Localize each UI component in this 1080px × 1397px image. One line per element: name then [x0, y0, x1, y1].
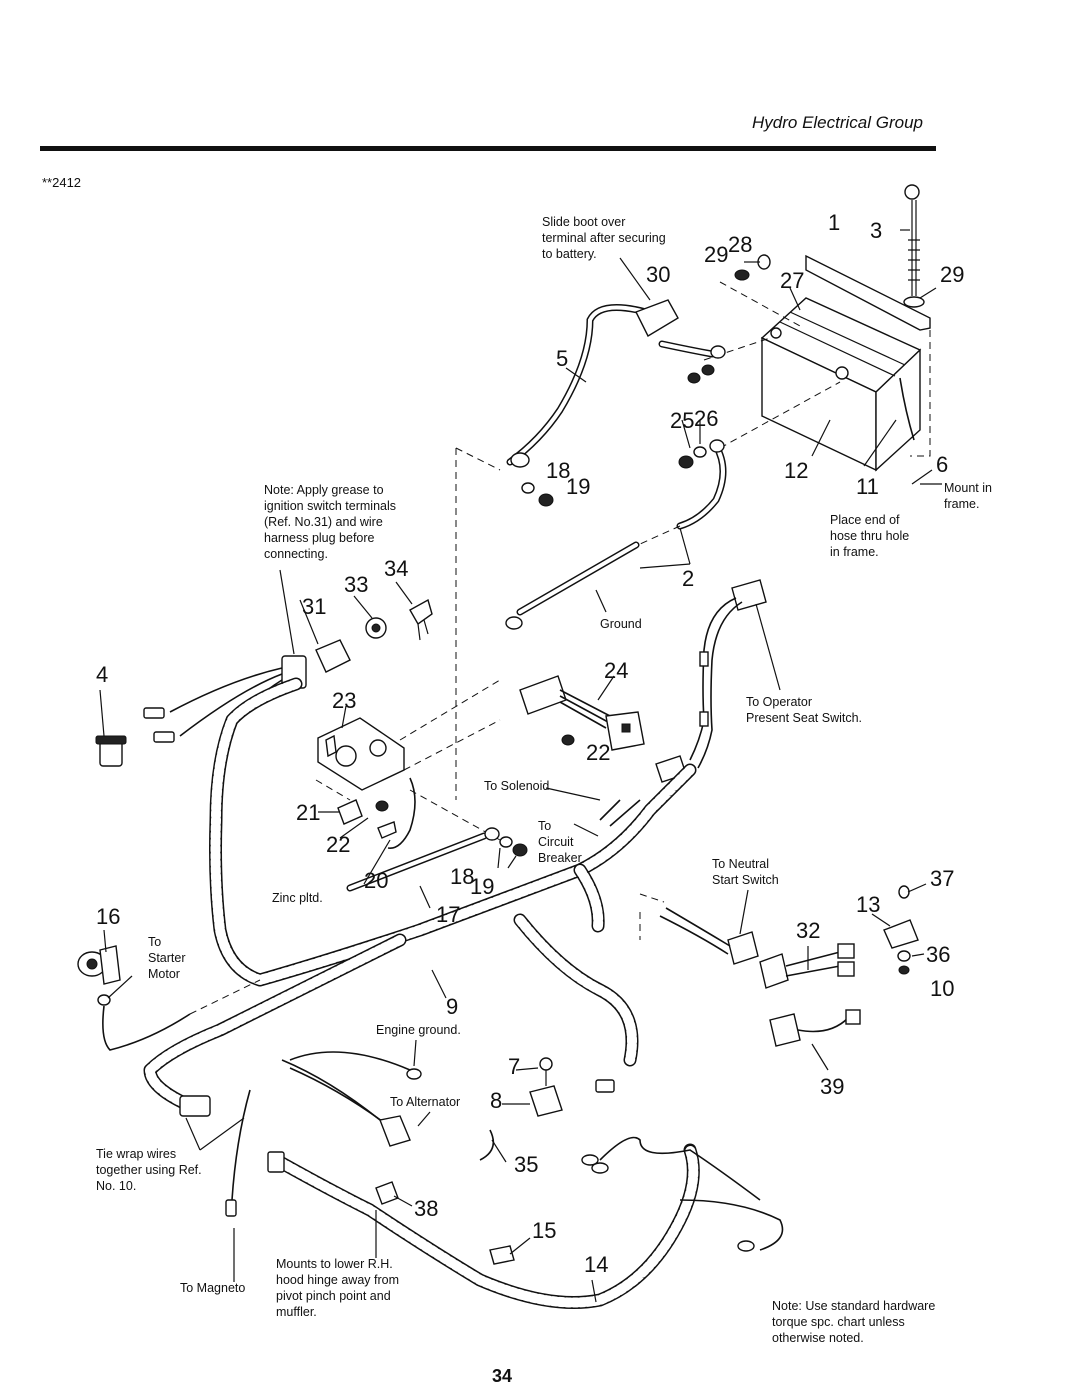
part-label-29a: 29: [704, 242, 728, 267]
part-label-34: 34: [384, 556, 408, 581]
part-label-3: 3: [870, 218, 882, 243]
leader-lines: [99, 229, 942, 1303]
part-label-33: 33: [344, 572, 368, 597]
part-label-22b: 22: [326, 832, 350, 857]
part-label-18a: 18: [546, 458, 570, 483]
positive-cable: [455, 299, 726, 800]
part-label-38: 38: [414, 1196, 438, 1221]
part-label-2: 2: [682, 566, 694, 591]
part-label-22a: 22: [586, 740, 610, 765]
battery-hold-down-bar: [805, 254, 931, 331]
part-label-13: 13: [856, 892, 880, 917]
starter-wire: [77, 945, 261, 1051]
main-wire-harness: [143, 677, 697, 1147]
note-tie-wrap: Tie wrap wires together using Ref. No. 1…: [96, 1147, 205, 1193]
part-label-36: 36: [926, 942, 950, 967]
note-to-magneto: To Magneto: [180, 1281, 245, 1295]
section-title: Hydro Electrical Group: [752, 113, 923, 132]
part-label-28: 28: [728, 232, 752, 257]
part-label-31: 31: [302, 594, 326, 619]
note-zinc: Zinc pltd.: [272, 891, 323, 905]
part-label-16: 16: [96, 904, 120, 929]
part-label-19a: 19: [566, 474, 590, 499]
note-hardware: Note: Use standard hardware torque spc. …: [772, 1299, 939, 1345]
lower-harness: [267, 1057, 784, 1309]
terminal-boot: [635, 299, 679, 337]
part-label-5: 5: [556, 346, 568, 371]
part-label-23: 23: [332, 688, 356, 713]
part-label-9: 9: [446, 994, 458, 1019]
note-circuit-breaker: To Circuit Breaker: [538, 819, 582, 865]
part-label-26: 26: [694, 406, 718, 431]
battery-side: [875, 348, 921, 472]
page-number: 34: [492, 1366, 512, 1386]
part-label-19b: 19: [470, 874, 494, 899]
part-label-11: 11: [856, 474, 879, 499]
part-label-10: 10: [930, 976, 954, 1001]
part-numbers: 1 3 28 29 30 27 29 5 25 26 18 19 12 11 6…: [96, 210, 964, 1277]
part-label-18b: 18: [450, 864, 474, 889]
part-label-24: 24: [604, 658, 628, 683]
part-label-21: 21: [296, 800, 320, 825]
part-label-14: 14: [584, 1252, 608, 1277]
neutral-start-switch: [639, 885, 919, 1047]
note-mounts-hood: Mounts to lower R.H. hood hinge away fro…: [276, 1257, 402, 1319]
note-place-hose: Place end of hose thru hole in frame.: [830, 513, 913, 559]
part-label-39: 39: [820, 1074, 844, 1099]
part-label-6: 6: [936, 452, 948, 477]
note-grease: Note: Apply grease to ignition switch te…: [264, 483, 399, 561]
part-label-37: 37: [930, 866, 954, 891]
diagram-code: **2412: [42, 175, 81, 190]
part-label-32: 32: [796, 918, 820, 943]
battery-assembly: [703, 184, 931, 472]
part-label-35: 35: [514, 1152, 538, 1177]
note-slide-boot: Slide boot over terminal after securing …: [542, 215, 669, 261]
header-rule: [40, 146, 936, 151]
part-label-4: 4: [96, 662, 108, 687]
solenoid-assembly: [315, 679, 501, 849]
note-to-alternator: To Alternator: [390, 1095, 460, 1109]
note-operator-seat: To Operator Present Seat Switch.: [746, 695, 862, 725]
part-label-7: 7: [508, 1054, 520, 1079]
note-ground: Ground: [600, 617, 642, 631]
part-label-15: 15: [532, 1218, 556, 1243]
part-label-12: 12: [784, 458, 808, 483]
part-label-27: 27: [780, 268, 804, 293]
seat-switch-plug: [655, 579, 767, 783]
part-label-8: 8: [490, 1088, 502, 1113]
part-label-17: 17: [436, 902, 460, 927]
part-label-29b: 29: [940, 262, 964, 287]
part-label-1: 1: [828, 210, 840, 235]
note-to-solenoid: To Solenoid: [484, 779, 549, 793]
note-mount-frame: Mount in frame.: [944, 481, 995, 511]
part-label-20: 20: [364, 868, 388, 893]
part-label-30: 30: [646, 262, 670, 287]
diagram-notes: Slide boot over terminal after securing …: [96, 215, 995, 1345]
part-label-25: 25: [670, 408, 694, 433]
ground-cable: [505, 439, 727, 630]
note-neutral-start: To Neutral Start Switch: [712, 857, 779, 887]
note-engine-ground: Engine ground.: [376, 1023, 461, 1037]
note-starter-motor: To Starter Motor: [148, 935, 189, 981]
wire-harness-connector: [519, 675, 645, 751]
